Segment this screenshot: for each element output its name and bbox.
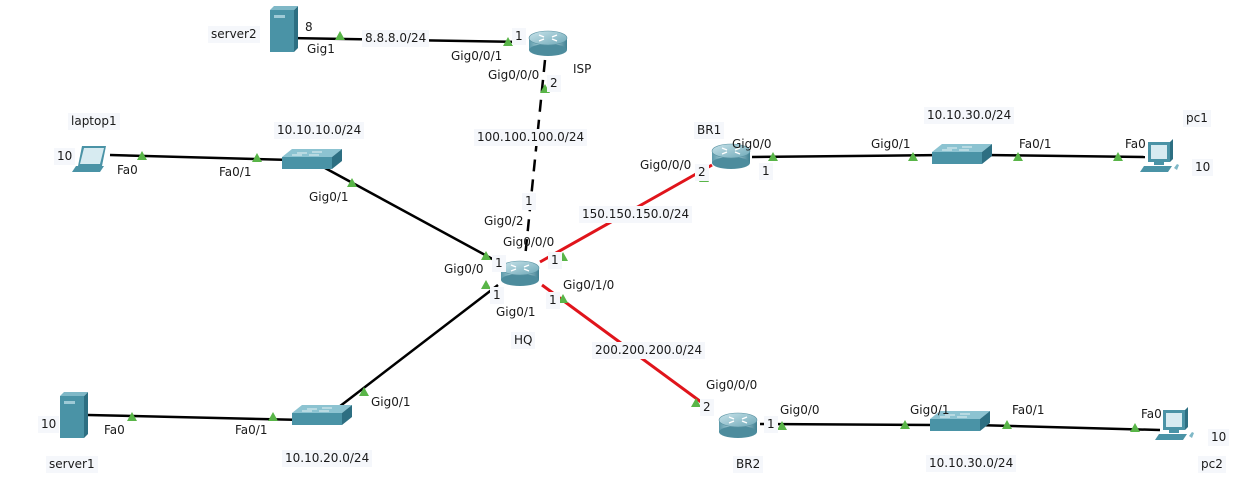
port-label: Gig1 xyxy=(307,42,335,56)
port-label: Gig0/1/0 xyxy=(563,278,615,292)
server-icon xyxy=(270,6,298,52)
port-number: 1 xyxy=(492,255,506,272)
switch-icon xyxy=(281,148,343,170)
router-icon xyxy=(500,260,540,287)
port-label: Gig0/1 xyxy=(871,137,911,151)
device-label-br2: BR2 xyxy=(733,456,764,473)
device-br2[interactable] xyxy=(718,412,758,439)
port-up-icon xyxy=(268,412,278,421)
port-number: 2 xyxy=(695,164,709,181)
link-isp-hq[interactable] xyxy=(523,59,547,259)
link-laptop1-sw1[interactable] xyxy=(109,153,293,162)
badge-pc2: 10 xyxy=(1208,429,1230,446)
network-label-hq-br1: 150.150.150.0/24 xyxy=(579,206,693,223)
port-label: Gig0/0/0 xyxy=(706,378,758,392)
port-label: Fa0 xyxy=(104,423,125,437)
device-laptop1[interactable] xyxy=(72,146,106,172)
device-server2[interactable] xyxy=(270,6,298,52)
device-label-sw1: 10.10.10.0/24 xyxy=(274,122,365,139)
port-up-icon xyxy=(777,421,787,430)
device-server1[interactable] xyxy=(60,392,88,438)
badge-server1: 10 xyxy=(38,416,60,433)
port-up-icon xyxy=(1002,420,1012,429)
device-sw1[interactable] xyxy=(281,148,343,170)
port-label: Gig0/0 xyxy=(780,403,820,417)
network-label-isp-hq: 100.100.100.0/24 xyxy=(474,129,588,146)
port-up-icon xyxy=(252,153,262,162)
port-label: Gig0/0/1 xyxy=(451,49,503,63)
port-label: Fa0 xyxy=(117,163,138,177)
port-label: Fa0 xyxy=(1141,407,1162,421)
port-label: Gig0/1 xyxy=(371,395,411,409)
port-number: 2 xyxy=(700,399,714,416)
port-up-icon xyxy=(1130,423,1140,432)
badge-pc1: 10 xyxy=(1192,159,1214,176)
device-sw3[interactable] xyxy=(931,143,993,165)
port-label: Gig0/0 xyxy=(444,262,484,276)
switch-icon xyxy=(931,143,993,165)
router-icon xyxy=(528,30,568,57)
port-number: 1 xyxy=(512,28,526,45)
device-label-pc1: pc1 xyxy=(1183,110,1211,127)
device-label-br1: BR1 xyxy=(694,122,725,139)
port-number: 1 xyxy=(764,416,778,433)
device-label-pc2: pc2 xyxy=(1198,456,1226,473)
port-label: Gig0/2 xyxy=(484,214,524,228)
device-sw2[interactable] xyxy=(291,404,353,426)
links xyxy=(87,36,1161,432)
port-number: 1 xyxy=(548,252,562,269)
port-label: Gig0/0 xyxy=(732,137,772,151)
badge-laptop1: 10 xyxy=(54,148,76,165)
port-label: Gig0/0/0 xyxy=(488,68,540,82)
device-label-server1: server1 xyxy=(46,456,98,473)
router-icon xyxy=(718,412,758,439)
device-hq[interactable] xyxy=(500,260,540,287)
badge-server2: 8 xyxy=(305,20,313,34)
link-br2-sw4[interactable] xyxy=(759,422,936,427)
port-label: Gig0/1 xyxy=(309,190,349,204)
device-label-sw2: 10.10.20.0/24 xyxy=(282,450,373,467)
port-label: Fa0 xyxy=(1125,137,1146,151)
device-label-sw3: 10.10.30.0/24 xyxy=(924,107,1015,124)
port-status-indicators xyxy=(127,31,1140,432)
port-number: 1 xyxy=(490,287,504,304)
port-label: Fa0/1 xyxy=(235,423,268,437)
port-label: Gig0/1 xyxy=(496,305,536,319)
link-sw2-hq[interactable] xyxy=(334,284,499,411)
port-number: 1 xyxy=(522,193,536,210)
network-label-isp-server: 8.8.8.0/24 xyxy=(362,30,430,47)
link-sw3-pc1[interactable] xyxy=(984,153,1146,159)
port-up-icon xyxy=(335,31,345,40)
switch-icon xyxy=(291,404,353,426)
device-isp[interactable] xyxy=(528,30,568,57)
link-br1-sw3[interactable] xyxy=(751,153,946,159)
port-number: 1 xyxy=(759,163,773,180)
server-icon xyxy=(60,392,88,438)
port-label: Fa0/1 xyxy=(219,165,252,179)
port-label: Fa0/1 xyxy=(1012,403,1045,417)
port-label: Gig0/1 xyxy=(910,403,950,417)
network-label-hq-br2: 200.200.200.0/24 xyxy=(592,342,706,359)
port-number: 2 xyxy=(547,75,561,92)
device-label-hq: HQ xyxy=(511,332,536,349)
device-label-laptop1: laptop1 xyxy=(68,113,120,130)
port-label: Gig0/0/0 xyxy=(503,235,555,249)
device-label-sw4: 10.10.30.0/24 xyxy=(926,455,1017,472)
device-label-isp: ISP xyxy=(573,62,592,76)
device-label-server2: server2 xyxy=(208,26,260,43)
port-label: Gig0/0/0 xyxy=(640,158,692,172)
port-number: 1 xyxy=(546,292,560,309)
laptop-icon xyxy=(72,146,106,172)
link-server1-sw2[interactable] xyxy=(87,413,306,422)
port-label: Fa0/1 xyxy=(1019,137,1052,151)
